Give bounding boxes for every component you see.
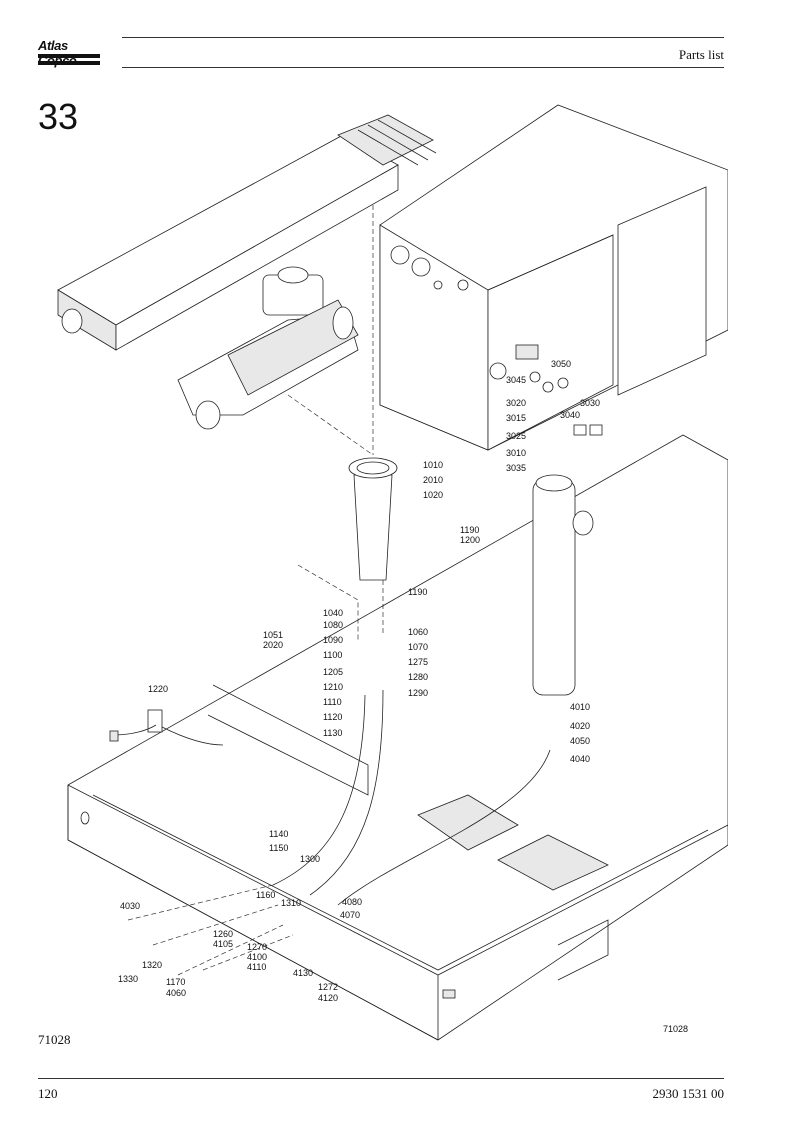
callout-label: 3010 — [506, 448, 526, 458]
callout-label: 4120 — [318, 993, 338, 1003]
callout-label: 1190 — [408, 587, 427, 597]
callout-label: 4130 — [293, 968, 313, 978]
callout-label: 3050 — [551, 359, 571, 369]
callout-label: 2010 — [423, 475, 443, 485]
callout-label: 1090 — [323, 635, 343, 645]
logo-bar — [38, 54, 100, 58]
callout-label: 4070 — [340, 910, 360, 920]
exploded-parts-drawing: 1010 2010 1020 1190 1200 1190 1040 1080 … — [57, 104, 728, 1041]
callout-label: 1270 — [247, 942, 267, 952]
callout-label: 4040 — [570, 754, 590, 764]
callout-label: 4080 — [342, 897, 362, 907]
callout-label: 3015 — [506, 413, 526, 423]
callout-label: 4110 — [247, 962, 266, 972]
callout-label: 1275 — [408, 657, 428, 667]
header-rule-top — [122, 37, 724, 38]
callout-label: 1120 — [323, 712, 342, 722]
inlet-assembly — [177, 266, 359, 430]
callout-label: 1290 — [408, 688, 428, 698]
callout-label: 1100 — [323, 650, 342, 660]
callout-label: 1170 — [166, 977, 185, 987]
callout-label: 4010 — [570, 702, 590, 712]
callout-label: 4020 — [570, 721, 590, 731]
callout-label: 4100 — [247, 952, 267, 962]
atlas-copco-logo: Atlas Copco — [38, 38, 100, 68]
callout-label: 4030 — [120, 901, 140, 911]
callout-label: 1300 — [300, 854, 320, 864]
callout-label: 1010 — [423, 460, 443, 470]
callout-label: 1260 — [213, 929, 233, 939]
callout-label: 1310 — [281, 898, 301, 908]
callout-label: 1130 — [323, 728, 342, 738]
figure-id-in-drawing: 71028 — [663, 1024, 688, 1034]
callout-label: 3045 — [506, 375, 526, 385]
section-number: 33 — [38, 96, 79, 137]
callout-label: 4105 — [213, 939, 233, 949]
callout-label: 3025 — [506, 431, 526, 441]
callout-label: 1200 — [460, 535, 480, 545]
callout-label: 4050 — [570, 736, 590, 746]
callout-labels: 1010 2010 1020 1190 1200 1190 1040 1080 … — [118, 359, 688, 1034]
callout-label: 3030 — [580, 398, 600, 408]
header-rule-bottom — [122, 67, 724, 68]
hoses — [127, 205, 551, 976]
callout-label: 1210 — [323, 682, 343, 692]
electric-cubicle — [379, 104, 728, 451]
callout-label: 1040 — [323, 608, 343, 618]
callout-label: 1070 — [408, 642, 428, 652]
figure-id: 71028 — [38, 1032, 71, 1047]
callout-label: 4060 — [166, 988, 186, 998]
callout-label: 1020 — [423, 490, 443, 500]
callout-label: 1060 — [408, 627, 428, 637]
callout-label: 1220 — [148, 684, 168, 694]
callout-label: 1320 — [142, 960, 162, 970]
callout-label: 1272 — [318, 982, 338, 992]
callout-label: 1140 — [269, 829, 288, 839]
callout-label: 1190 — [460, 525, 479, 535]
callout-label: 1080 — [323, 620, 343, 630]
callout-label: 1110 — [323, 697, 342, 707]
air-duct — [57, 114, 437, 351]
header-title: Parts list — [678, 47, 724, 62]
filter-housing — [348, 457, 594, 696]
page-number: 120 — [38, 1086, 58, 1101]
callout-label: 1205 — [323, 667, 343, 677]
callout-label: 1330 — [118, 974, 138, 984]
wiring-harness — [109, 709, 224, 746]
callout-label: 3020 — [506, 398, 526, 408]
footer-rule — [38, 1078, 724, 1079]
callout-label: 1280 — [408, 672, 428, 682]
callout-label: 1150 — [269, 843, 288, 853]
callout-label: 3035 — [506, 463, 526, 473]
document-number: 2930 1531 00 — [652, 1086, 725, 1101]
callout-label: 2020 — [263, 640, 283, 650]
base-frame — [67, 434, 728, 1041]
callout-label: 1160 — [256, 890, 275, 900]
callout-label: 1051 — [263, 630, 283, 640]
logo-bar — [38, 61, 100, 65]
callout-label: 3040 — [560, 410, 580, 420]
